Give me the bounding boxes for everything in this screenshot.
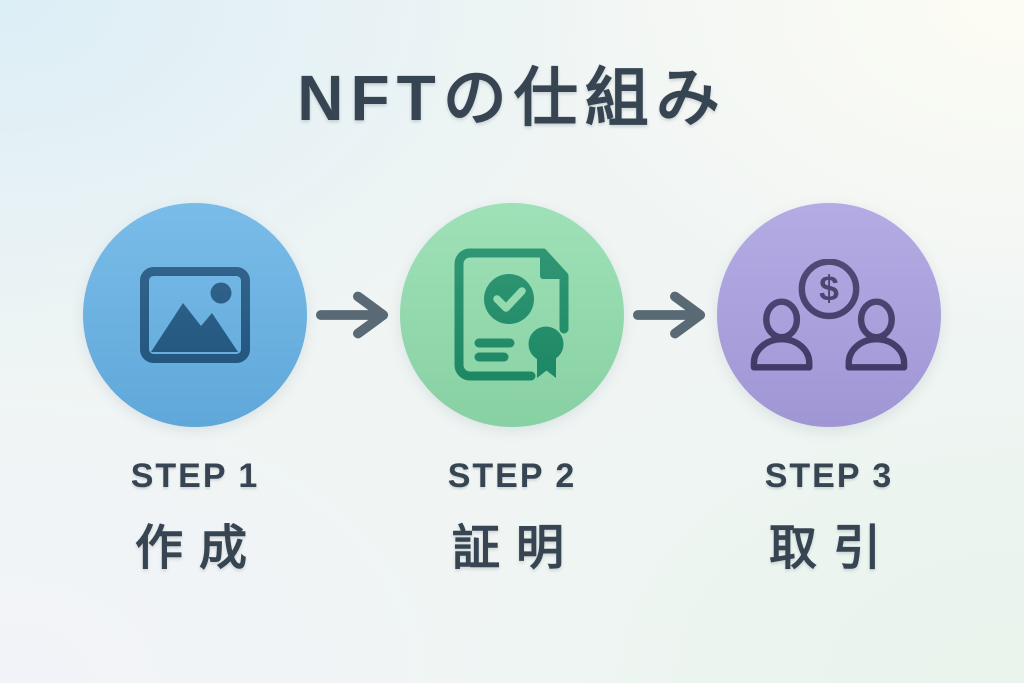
step-3-circle: $ xyxy=(717,202,941,427)
certificate-icon xyxy=(454,248,569,381)
step-2-label: STEP 2 xyxy=(447,456,577,495)
step-2-title: 証明 xyxy=(451,521,580,575)
step-1: STEP 1 作成 xyxy=(83,202,307,578)
step-3-label: STEP 3 xyxy=(764,456,894,495)
step-3-title: 取引 xyxy=(768,521,897,575)
step-1-title: 作成 xyxy=(134,521,263,575)
step-3: $ STEP 3 取引 xyxy=(717,202,941,578)
step-2-circle xyxy=(400,202,624,427)
image-icon xyxy=(140,266,250,363)
svg-text:$: $ xyxy=(819,268,839,308)
step-2: STEP 2 証明 xyxy=(400,202,624,578)
page-title: NFTの仕組み xyxy=(297,62,727,134)
people-dollar-icon: $ xyxy=(750,258,908,371)
step-1-label: STEP 1 xyxy=(130,456,260,495)
arrow-right-icon xyxy=(632,291,705,339)
step-1-circle xyxy=(83,202,307,427)
steps-row: STEP 1 作成 xyxy=(0,202,1024,578)
arrow-2 xyxy=(624,203,717,427)
arrow-1 xyxy=(307,203,400,427)
arrow-right-icon xyxy=(315,291,388,339)
